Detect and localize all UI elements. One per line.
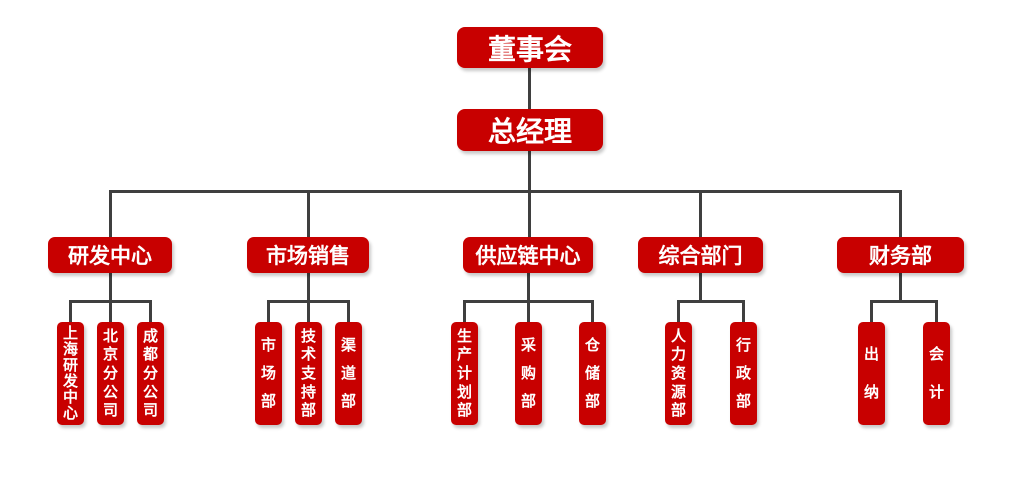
org-node-tech-support-dept[interactable]: 技术支持部 [295,322,322,425]
org-node-general-manager[interactable]: 总经理 [457,109,603,151]
connector-supply-drop [527,273,530,301]
connector-general-bus [677,300,745,303]
connector-finance-bus [870,300,938,303]
org-node-procurement-dept[interactable]: 采购部 [515,322,542,425]
org-node-chengdu-branch[interactable]: 成都分公司 [137,322,164,425]
org-node-general-dept[interactable]: 综合部门 [638,237,763,273]
connector-sales-drop [307,273,310,301]
connector-finance-child-1 [870,300,873,322]
org-node-board[interactable]: 董事会 [457,27,603,68]
connector-general-child-1 [677,300,680,322]
org-node-warehouse-dept[interactable]: 仓储部 [579,322,606,425]
connector-bus-to-general [699,190,702,237]
org-node-beijing-branch[interactable]: 北京分公司 [97,322,124,425]
connector-sales-child-3 [347,300,350,322]
connector-board-to-gm [528,68,531,109]
connector-rd-drop [109,273,112,301]
org-node-cashier[interactable]: 出纳 [858,322,885,425]
connector-sales-child-2 [307,300,310,322]
org-node-finance-dept[interactable]: 财务部 [837,237,964,273]
connector-gm-to-bus [528,150,531,237]
org-node-admin-dept[interactable]: 行政部 [730,322,757,425]
connector-supply-child-1 [463,300,466,322]
connector-supply-child-3 [591,300,594,322]
connector-finance-drop [899,273,902,301]
org-node-shanghai-rd-center[interactable]: 上海研发中心 [57,322,84,425]
connector-sales-child-1 [267,300,270,322]
org-node-accountant[interactable]: 会计 [923,322,950,425]
connector-bus-to-finance [899,190,902,237]
org-node-production-planning-dept[interactable]: 生产计划部 [451,322,478,425]
org-node-channel-dept[interactable]: 渠道部 [335,322,362,425]
connector-rd-child-1 [69,300,72,322]
connector-bus-to-rd [109,190,112,237]
org-node-hr-dept[interactable]: 人力资源部 [665,322,692,425]
connector-rd-child-3 [149,300,152,322]
connector-finance-child-2 [935,300,938,322]
org-node-marketing-dept[interactable]: 市场部 [255,322,282,425]
org-node-rd-center[interactable]: 研发中心 [48,237,172,273]
connector-general-child-2 [742,300,745,322]
connector-main-bus [109,190,902,193]
org-node-supply-chain-center[interactable]: 供应链中心 [463,237,593,273]
connector-general-drop [699,273,702,301]
connector-rd-child-2 [109,300,112,322]
connector-bus-to-sales [307,190,310,237]
org-node-marketing-sales[interactable]: 市场销售 [247,237,369,273]
connector-supply-child-2 [527,300,530,322]
